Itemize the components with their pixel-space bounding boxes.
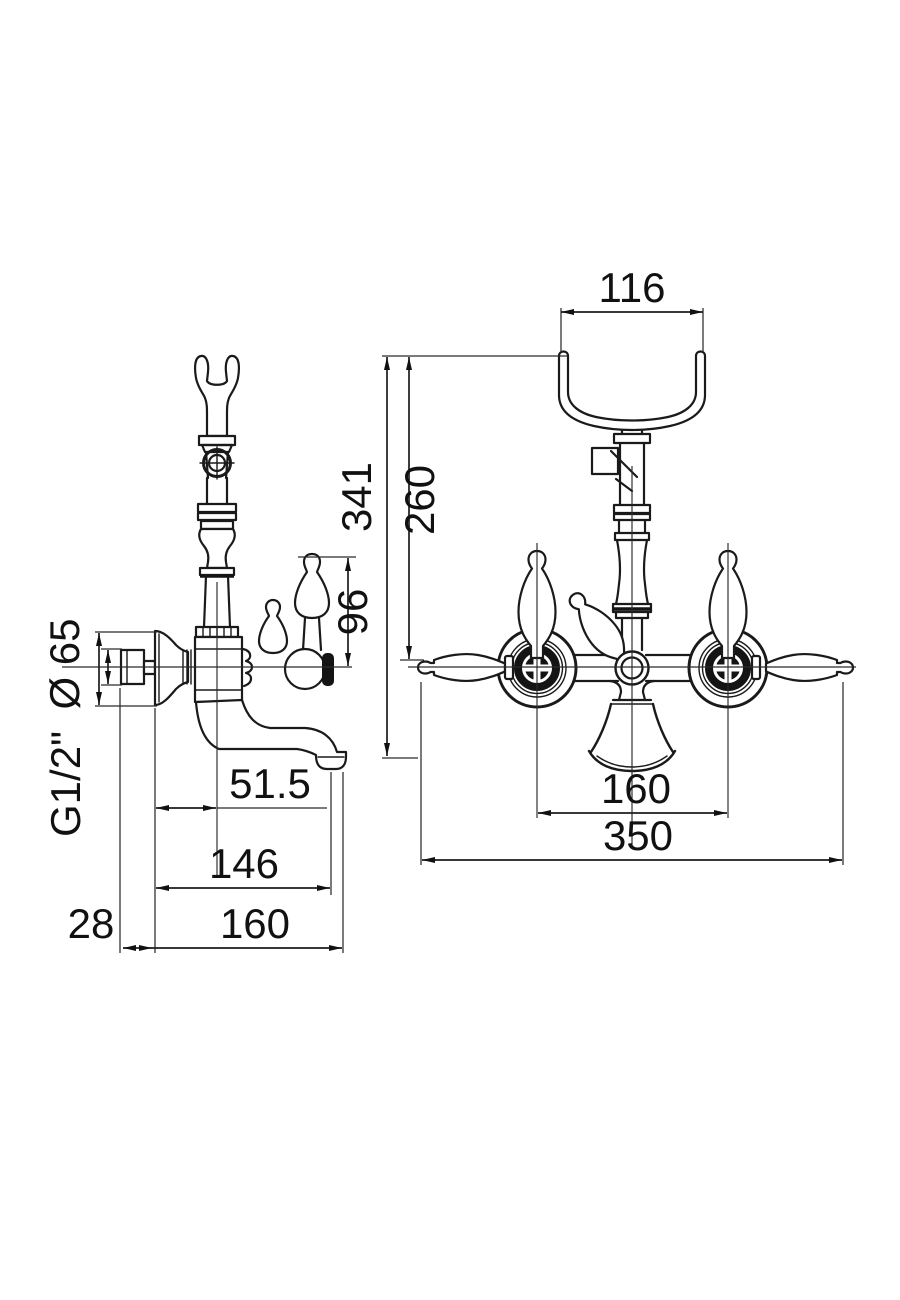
dim-valve-centres: 160 (538, 765, 727, 816)
dim-label-146: 146 (209, 840, 279, 887)
dim-flange-diameter: Ø 65 (41, 618, 157, 710)
dim-height-to-axis: 260 (396, 357, 443, 661)
dim-handle-height: 96 (298, 556, 376, 666)
dim-spout-axis-offset: 51.5 (156, 760, 327, 811)
dim-spout-reach: 146 (154, 708, 332, 953)
valve-body-side (193, 635, 244, 704)
lever-tip-side (322, 653, 334, 686)
cradle-bracket (590, 446, 620, 476)
dim-label-116: 116 (599, 264, 666, 311)
dim-overall-width: 350 (420, 682, 844, 865)
dim-connection-thread: G1/2" (42, 648, 122, 837)
wall-flange-side (153, 629, 190, 707)
spout-side (194, 698, 348, 771)
dim-label-96: 96 (329, 589, 376, 636)
front-view-drawing (416, 350, 855, 773)
lever-handle-side-front (257, 598, 289, 655)
dim-label-160-side: 160 (220, 900, 290, 947)
dim-label-51-5: 51.5 (229, 760, 311, 807)
dim-wall-clearance: 28 160 (68, 688, 344, 953)
column-turning (198, 527, 236, 570)
dim-label-diameter-65: Ø 65 (41, 618, 88, 709)
dim-label-350: 350 (603, 812, 673, 859)
dim-cradle-width: 116 (560, 264, 704, 352)
dimensions: 116 341 260 96 Ø 65 (41, 264, 844, 953)
dim-label-341: 341 (333, 462, 380, 532)
lever-ball-side (283, 647, 327, 691)
lever-handle-side-rear (293, 552, 331, 620)
fork-collar (197, 434, 237, 447)
dim-label-160-front: 160 (601, 765, 671, 812)
dim-total-height: 341 (333, 355, 568, 759)
dim-label-260: 260 (396, 465, 443, 535)
cradle-fork-side (193, 354, 241, 438)
side-view-drawing (119, 354, 348, 771)
dim-label-g12: G1/2" (42, 731, 89, 837)
handset-cradle (557, 350, 707, 432)
dim-label-28: 28 (68, 900, 115, 947)
